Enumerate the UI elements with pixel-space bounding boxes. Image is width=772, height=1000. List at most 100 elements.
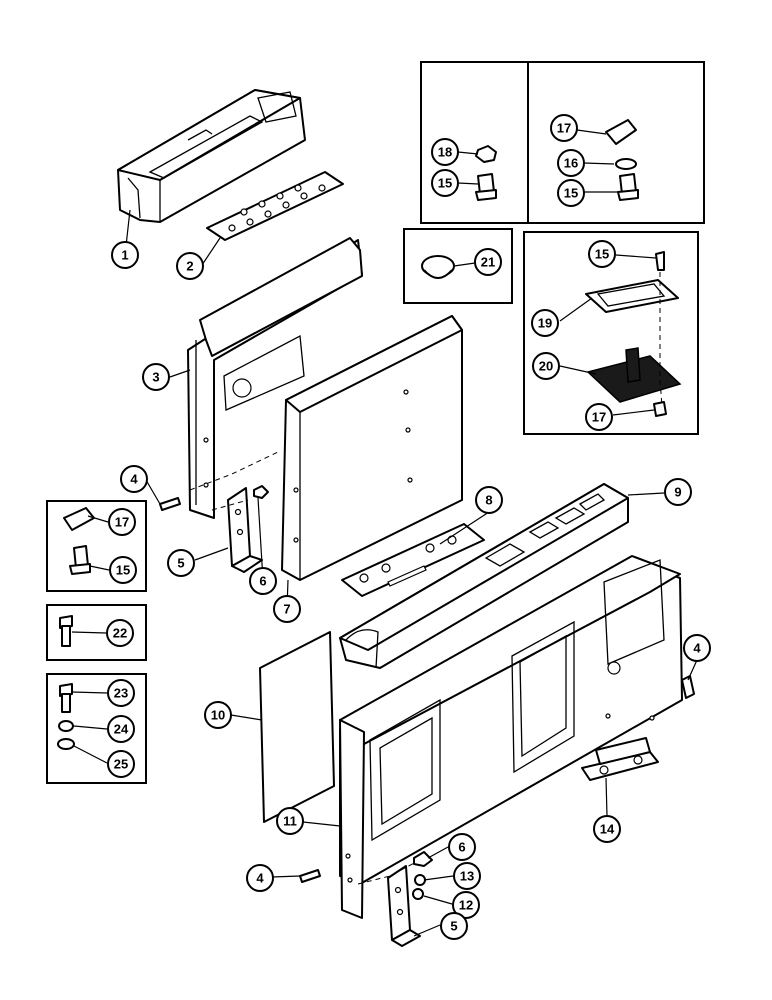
callout-1: 1 bbox=[111, 241, 139, 269]
callout-label: 15 bbox=[564, 186, 578, 201]
callout-17-inset-c: 17 bbox=[108, 508, 136, 536]
callout-label: 10 bbox=[211, 708, 225, 723]
console-rail-part bbox=[339, 483, 629, 669]
callout-label: 2 bbox=[186, 259, 193, 274]
clip-17-b bbox=[653, 401, 667, 417]
callout-label: 18 bbox=[438, 145, 452, 160]
callout-19: 19 bbox=[531, 309, 559, 337]
bolt-22 bbox=[59, 615, 73, 647]
callout-5-lower: 5 bbox=[440, 912, 468, 940]
lock-washer-24 bbox=[58, 720, 74, 732]
callout-label: 15 bbox=[595, 247, 609, 262]
callout-label: 4 bbox=[693, 641, 701, 656]
inset-box-clip-screw bbox=[46, 500, 147, 592]
callout-3: 3 bbox=[142, 363, 170, 391]
flat-washer-part bbox=[412, 888, 424, 900]
callout-2: 2 bbox=[176, 252, 204, 280]
inset-box-bolt-washers bbox=[46, 673, 147, 784]
bracket-part-lower bbox=[387, 865, 421, 947]
bolt-15-d bbox=[69, 545, 91, 575]
inset-box-hardware-17-16-15 bbox=[527, 61, 705, 224]
callout-label: 4 bbox=[130, 472, 138, 487]
side-panel-part bbox=[259, 631, 335, 823]
callout-label: 14 bbox=[600, 822, 615, 837]
callout-label: 12 bbox=[459, 898, 473, 913]
screw-part-right bbox=[681, 675, 695, 699]
callout-14: 14 bbox=[593, 815, 621, 843]
callout-label: 8 bbox=[485, 493, 492, 508]
callout-17-inset-b: 17 bbox=[585, 403, 613, 431]
flat-washer-25 bbox=[57, 738, 75, 750]
callout-21: 21 bbox=[474, 248, 502, 276]
callout-label: 5 bbox=[177, 556, 184, 571]
callout-22: 22 bbox=[106, 619, 134, 647]
callout-label: 25 bbox=[114, 757, 128, 772]
callout-15-inset-b: 15 bbox=[557, 179, 585, 207]
callout-20: 20 bbox=[532, 352, 560, 380]
callout-12: 12 bbox=[452, 891, 480, 919]
tray-enclosure-part bbox=[281, 315, 463, 581]
callout-label: 6 bbox=[458, 840, 465, 855]
gasket-strip-part bbox=[341, 523, 485, 597]
fender-panel-part bbox=[339, 555, 683, 919]
callout-label: 23 bbox=[114, 686, 128, 701]
callout-label: 17 bbox=[557, 121, 571, 136]
callout-15-inset-a: 15 bbox=[431, 169, 459, 197]
callout-label: 1 bbox=[121, 248, 128, 263]
callout-23: 23 bbox=[107, 679, 135, 707]
bolt-15-a bbox=[475, 173, 497, 201]
callout-4-lower: 4 bbox=[246, 864, 274, 892]
callout-label: 3 bbox=[152, 370, 159, 385]
callout-7: 7 bbox=[273, 595, 301, 623]
nut-18 bbox=[475, 145, 497, 163]
callout-16: 16 bbox=[557, 149, 585, 177]
nut-part-upper bbox=[253, 485, 269, 499]
callout-4-upper: 4 bbox=[120, 465, 148, 493]
callout-label: 15 bbox=[116, 563, 130, 578]
clip-17-a bbox=[605, 119, 637, 145]
callout-15-inset-c: 15 bbox=[588, 240, 616, 268]
callout-label: 17 bbox=[592, 410, 606, 425]
bolt-23 bbox=[59, 683, 73, 713]
callout-label: 6 bbox=[259, 574, 266, 589]
callout-label: 15 bbox=[438, 176, 452, 191]
callout-17-inset-a: 17 bbox=[550, 114, 578, 142]
nut-part-lower bbox=[413, 851, 433, 867]
lock-washer-part bbox=[414, 874, 426, 886]
callout-label: 5 bbox=[450, 919, 457, 934]
callout-25: 25 bbox=[107, 750, 135, 778]
callout-label: 19 bbox=[538, 316, 552, 331]
screw-part-lower bbox=[299, 869, 321, 883]
inset-box-boot-assembly bbox=[523, 231, 699, 435]
callout-label: 7 bbox=[283, 602, 290, 617]
bracket-part-14 bbox=[581, 737, 659, 781]
clip-17-c bbox=[63, 507, 95, 531]
callout-label: 17 bbox=[115, 515, 129, 530]
callout-13: 13 bbox=[453, 862, 481, 890]
callout-15-inset-d: 15 bbox=[109, 556, 137, 584]
callout-9: 9 bbox=[664, 478, 692, 506]
callout-6-upper: 6 bbox=[249, 567, 277, 595]
screw-part-upper bbox=[159, 497, 181, 511]
callout-label: 9 bbox=[674, 485, 681, 500]
callout-label: 22 bbox=[113, 626, 127, 641]
callout-10: 10 bbox=[204, 701, 232, 729]
inset-box-plug-21 bbox=[403, 228, 513, 304]
gasket-plate-part bbox=[206, 171, 344, 241]
plug-21 bbox=[421, 255, 455, 279]
console-top-part bbox=[117, 89, 306, 223]
callout-label: 13 bbox=[460, 869, 474, 884]
screw-15-c bbox=[655, 251, 665, 271]
callout-8: 8 bbox=[475, 486, 503, 514]
callout-4-right: 4 bbox=[683, 634, 711, 662]
leader-lines bbox=[71, 129, 698, 937]
bolt-15-b bbox=[617, 173, 639, 201]
callout-11: 11 bbox=[276, 807, 304, 835]
callout-label: 21 bbox=[481, 255, 495, 270]
bracket-part-upper bbox=[227, 487, 263, 573]
callout-18: 18 bbox=[431, 138, 459, 166]
callout-label: 11 bbox=[283, 814, 297, 829]
callout-label: 16 bbox=[564, 156, 578, 171]
u-frame-panel-part bbox=[187, 237, 363, 519]
